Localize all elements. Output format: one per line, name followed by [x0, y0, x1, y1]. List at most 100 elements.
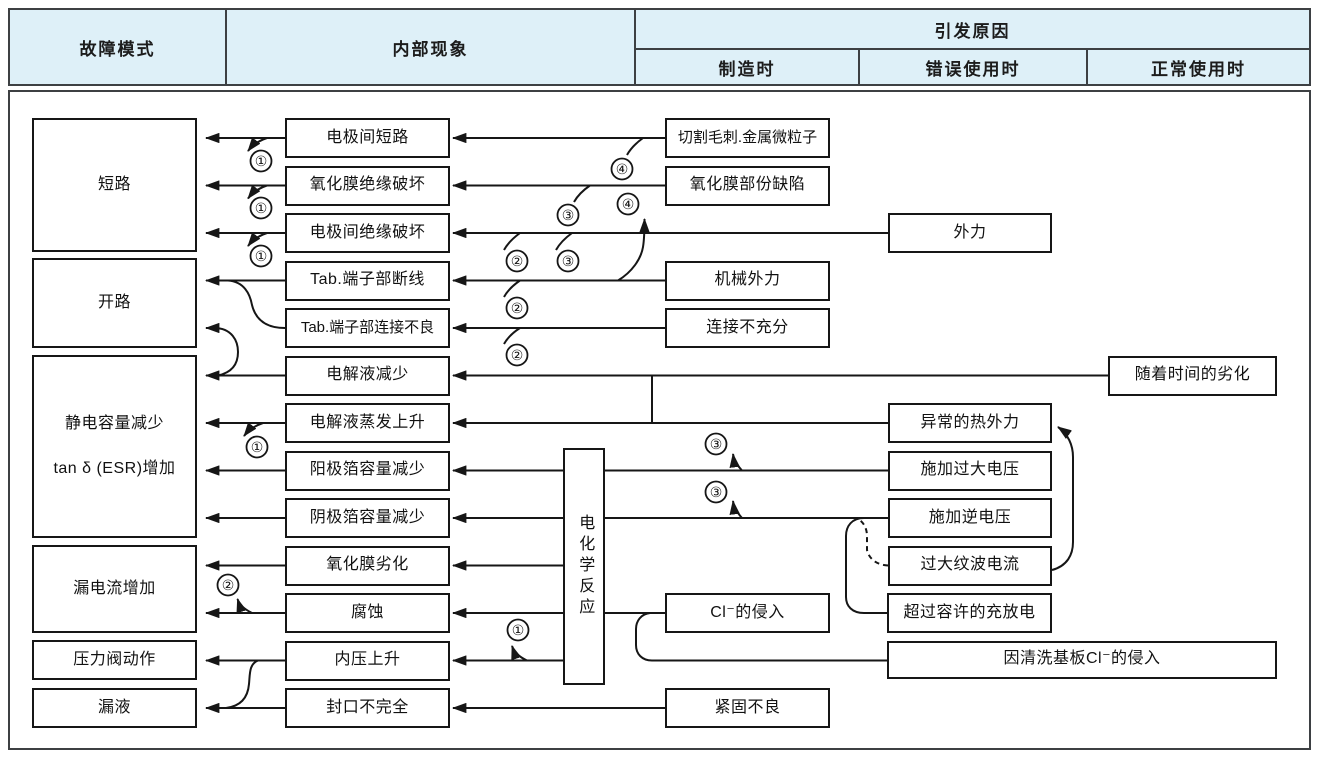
node-incomplete-sealing: 封口不完全 — [285, 688, 450, 728]
curve-ripple-merge-dashed — [856, 517, 889, 567]
node-pressure-valve: 压力阀动作 — [32, 640, 197, 680]
curve-electrolyte-decrease-to-open-circuit — [204, 322, 240, 377]
connector-circle-3a: ③ — [556, 203, 580, 227]
node-cutting-burr: 切割毛刺.金属微粒子 — [665, 118, 830, 158]
header-failure-mode: 故障模式 — [79, 39, 156, 59]
svg-text:③: ③ — [710, 484, 723, 500]
svg-text:①: ① — [255, 200, 268, 216]
node-pressure-rise: 内压上升 — [285, 640, 450, 681]
node-electrolyte-decrease: 电解液减少 — [285, 355, 450, 396]
node-cl-intrusion: Cl⁻的侵入 — [665, 593, 830, 633]
curve-board-cleaning-merge — [635, 612, 887, 662]
connector-circle-4a: ④ — [610, 157, 634, 181]
svg-text:①: ① — [255, 153, 268, 169]
svg-text:②: ② — [511, 300, 524, 316]
node-cl-intrusion-cleaning: 因清洗基板Cl⁻的侵入 — [887, 640, 1277, 679]
header-cause: 引发原因 — [934, 21, 1011, 41]
header-divider-2 — [634, 10, 636, 84]
curve-ripple-to-abnormal-heat — [1051, 426, 1074, 571]
connector-circle-3c: ③ — [704, 432, 728, 456]
capacitance-line1: 静电容量减少 — [64, 415, 164, 433]
connector-circle-1e: ① — [506, 618, 530, 642]
svg-text:②: ② — [222, 577, 235, 593]
hook-c4-up — [617, 217, 650, 282]
connector-circle-3b: ③ — [556, 249, 580, 273]
hook-c2-row3 — [503, 232, 521, 251]
hook-c2-tab-break — [503, 279, 521, 298]
node-tab-bad-connection: Tab.端子部连接不良 — [285, 308, 450, 348]
connector-circle-1a: ① — [249, 149, 273, 173]
node-short-circuit: 短路 — [32, 118, 197, 252]
hook-c1-row1 — [247, 137, 268, 152]
svg-text:④: ④ — [622, 196, 635, 212]
svg-text:②: ② — [511, 253, 524, 269]
svg-text:③: ③ — [710, 436, 723, 452]
node-anode-foil-decrease: 阳极箔容量减少 — [285, 450, 450, 491]
diagram-frame — [8, 90, 1311, 750]
connector-circle-3d: ③ — [704, 480, 728, 504]
node-tab-terminal-break: Tab.端子部断线 — [285, 260, 450, 301]
header-divider-4 — [858, 48, 860, 84]
hook-c3-overvoltage — [729, 453, 743, 472]
node-liquid-leak: 漏液 — [32, 688, 197, 728]
svg-text:③: ③ — [562, 253, 575, 269]
header-divider-3 — [634, 48, 1309, 50]
curve-pressure-rise-to-leak — [225, 659, 259, 709]
svg-text:①: ① — [251, 439, 264, 455]
hook-c3-oxide-defect — [573, 184, 591, 203]
svg-text:①: ① — [512, 622, 525, 638]
hook-c1-row2 — [247, 184, 268, 200]
node-oxide-degradation: 氧化膜劣化 — [285, 545, 450, 586]
svg-text:②: ② — [511, 347, 524, 363]
hook-c2-tab-connection — [503, 327, 521, 345]
header-manufacturing: 制造时 — [718, 59, 776, 79]
connector-circle-2a: ② — [505, 249, 529, 273]
hook-c1-row3 — [247, 232, 268, 247]
node-oxide-insulation-break: 氧化膜绝缘破坏 — [285, 165, 450, 206]
node-mechanical-force: 机械外力 — [665, 260, 830, 301]
hook-c1-pressure-rise — [511, 645, 528, 662]
node-electrolyte-evaporation: 电解液蒸发上升 — [285, 403, 450, 443]
node-oxide-partial-defect: 氧化膜部份缺陷 — [665, 165, 830, 206]
node-electrode-short: 电极间短路 — [285, 118, 450, 158]
node-open-circuit: 开路 — [32, 258, 197, 348]
node-abnormal-heat: 异常的热外力 — [888, 403, 1052, 443]
connector-circle-1c: ① — [249, 244, 273, 268]
header-misuse: 错误使用时 — [925, 59, 1021, 79]
hook-c3-row3 — [555, 232, 573, 251]
node-external-force: 外力 — [888, 213, 1052, 253]
capacitance-line2: tan δ (ESR)增加 — [53, 459, 176, 477]
hook-c1-evaporation — [243, 422, 264, 437]
node-leakage-current: 漏电流增加 — [32, 545, 197, 633]
svg-text:③: ③ — [562, 207, 575, 223]
connector-circle-4b: ④ — [616, 192, 640, 216]
node-aging-degradation: 随着时间的劣化 — [1108, 355, 1277, 396]
header-normal-use: 正常使用时 — [1151, 59, 1246, 79]
connector-circle-2d: ② — [216, 573, 240, 597]
header-internal-phenomenon: 内部现象 — [392, 39, 469, 59]
svg-text:④: ④ — [616, 161, 629, 177]
node-excessive-ripple: 过大纹波电流 — [888, 545, 1052, 586]
curve-charge-discharge-merge — [845, 517, 887, 614]
hook-c4-burr-line — [626, 137, 644, 156]
node-corrosion: 腐蚀 — [285, 593, 450, 633]
header-divider-5 — [1086, 48, 1088, 84]
node-capacitance-decrease: 静电容量减少 tan δ (ESR)增加 — [32, 355, 197, 538]
node-insufficient-connection: 连接不充分 — [665, 308, 830, 348]
connector-circle-1b: ① — [249, 196, 273, 220]
hook-c2-corrosion — [236, 598, 253, 614]
node-excess-charge-discharge: 超过容许的充放电 — [887, 593, 1052, 633]
connector-circle-2c: ② — [505, 343, 529, 367]
connector-circle-1d: ① — [245, 435, 269, 459]
node-electrode-insulation-break: 电极间绝缘破坏 — [285, 213, 450, 253]
node-excessive-voltage: 施加过大电压 — [888, 450, 1052, 491]
svg-text:①: ① — [255, 248, 268, 264]
hook-c3-reverse-voltage — [729, 500, 743, 519]
node-reverse-voltage: 施加逆电压 — [888, 498, 1052, 538]
header-divider-1 — [225, 10, 227, 84]
curve-tab-bad-connection-merge — [227, 279, 286, 329]
connector-circle-2b: ② — [505, 296, 529, 320]
node-bad-tightening: 紧固不良 — [665, 688, 830, 728]
node-electrochemical-reaction: 电化学反应 — [563, 448, 605, 685]
